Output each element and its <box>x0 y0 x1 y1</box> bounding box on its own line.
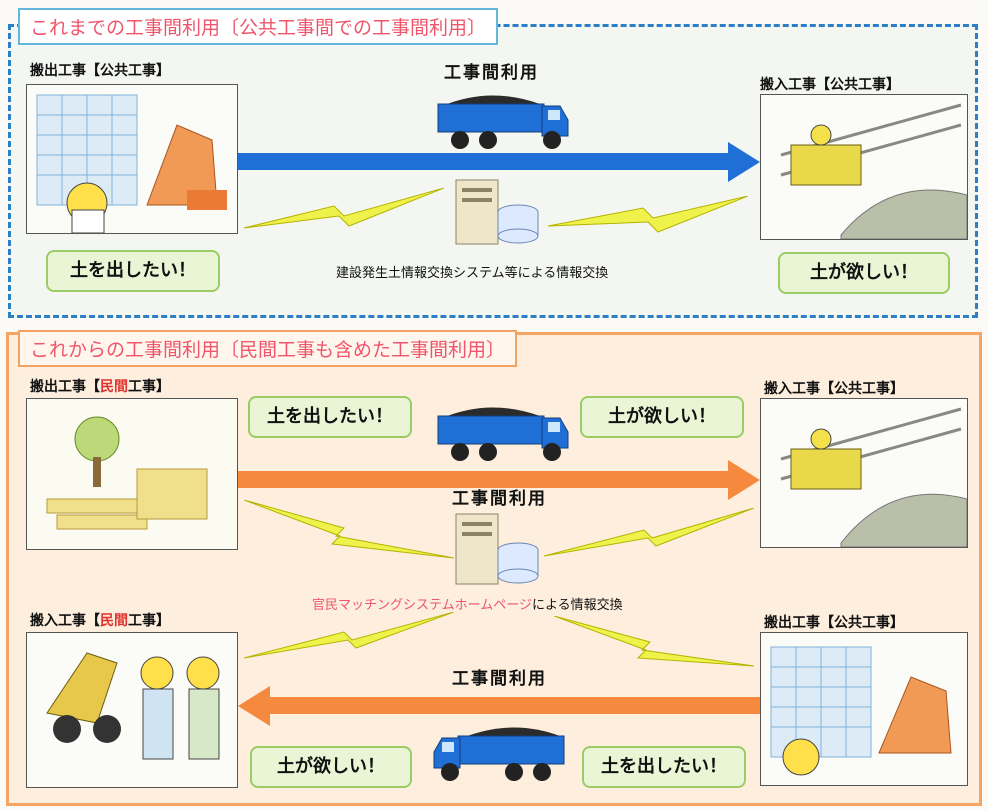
top-right-bubble: 土が欲しい！ <box>778 252 950 294</box>
top-right-label: 搬入工事【公共工事】 <box>760 77 900 93</box>
orange-arrow-right <box>238 458 760 502</box>
bottom-usage-label-2: 工事間利用 <box>452 669 547 689</box>
blue-arrow-right <box>238 140 760 184</box>
top-left-bubble: 土を出したい！ <box>46 250 220 292</box>
bulldozer-site-image-2 <box>760 398 968 548</box>
server-database-icon <box>452 176 540 248</box>
bottom-tr-bubble: 土が欲しい！ <box>580 396 744 438</box>
bottom-br-bubble: 土を出したい！ <box>582 746 746 788</box>
dump-truck-icon <box>430 84 570 156</box>
server-database-icon-2 <box>452 508 540 588</box>
lightning-right-icon <box>547 195 749 241</box>
bottom-bl-bubble: 土が欲しい！ <box>250 746 412 788</box>
bottom-system-text: 官民マッチングシステムホームページによる情報交換 <box>312 594 623 613</box>
lightning-br-icon <box>543 507 755 558</box>
bottom-tl-label-suffix: 工事】 <box>128 379 170 395</box>
bottom-usage-label-1: 工事間利用 <box>452 489 547 509</box>
demolition-site-image-2 <box>760 632 968 786</box>
bottom-tl-label-red: 民間 <box>100 379 128 395</box>
bottom-tl-label: 搬出工事【民間工事】 <box>30 376 170 396</box>
bulldozer-site-image <box>760 94 968 240</box>
bottom-bl-label-suffix: 工事】 <box>128 613 170 629</box>
top-usage-label: 工事間利用 <box>444 63 539 83</box>
dump-truck-icon-3 <box>432 716 572 788</box>
lightning-br2-icon <box>553 615 755 668</box>
orange-arrow-left <box>238 684 760 728</box>
lightning-bl-icon <box>243 499 455 560</box>
demolition-site-image <box>26 84 238 234</box>
lightning-left-icon <box>243 187 445 233</box>
bottom-title: これからの工事間利用〔民間工事も含めた工事間利用〕 <box>18 330 518 367</box>
bottom-bl-label-red: 民間 <box>100 613 128 629</box>
top-system-text: 建設発生土情報交換システム等による情報交換 <box>336 266 609 281</box>
dump-truck-icon-2 <box>430 396 570 468</box>
bottom-tl-label-prefix: 搬出工事【 <box>30 379 100 395</box>
top-left-label: 搬出工事【公共工事】 <box>30 63 170 79</box>
bottom-system-text-black: による情報交換 <box>531 598 623 613</box>
bottom-bl-label: 搬入工事【民間工事】 <box>30 610 170 630</box>
bottom-tl-bubble: 土を出したい！ <box>248 396 412 438</box>
bottom-tr-label: 搬入工事【公共工事】 <box>764 381 904 397</box>
bottom-bl-label-prefix: 搬入工事【 <box>30 613 100 629</box>
private-site-image <box>26 398 238 550</box>
top-title: これまでの工事間利用〔公共工事間での工事間利用〕 <box>18 8 499 45</box>
lightning-bl2-icon <box>243 611 455 660</box>
private-receiving-site-image <box>26 632 238 788</box>
bottom-br-label: 搬出工事【公共工事】 <box>764 615 904 631</box>
bottom-system-text-red: 官民マッチングシステムホームページ <box>312 598 532 613</box>
